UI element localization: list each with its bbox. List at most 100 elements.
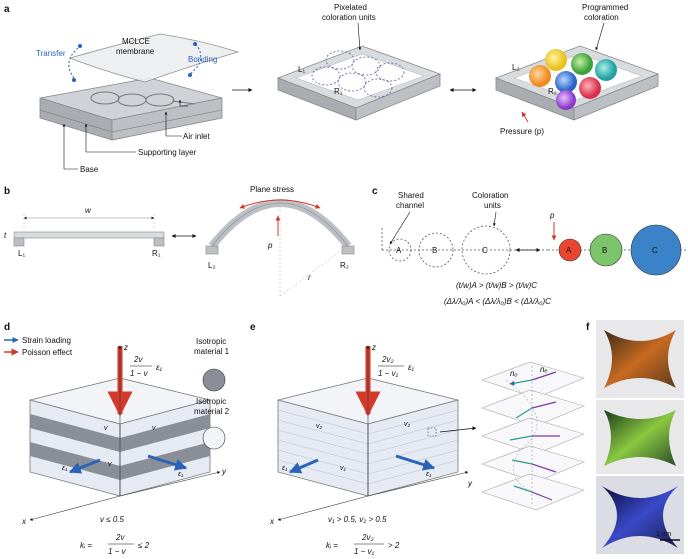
d-eps-right: ε₁ xyxy=(178,471,184,478)
panel-d-label: d xyxy=(4,322,10,333)
d-k-rhs: ≤ 2 xyxy=(138,541,150,550)
d-v-2: v xyxy=(152,425,156,432)
pixelated-device xyxy=(276,45,442,121)
air-inlet-label: Air inlet xyxy=(183,132,210,141)
base-label: Base xyxy=(80,165,99,174)
panel-a: a Transfer Bonding MCLCE membrane Air in… xyxy=(4,3,660,174)
panel-f: f 1 cm xyxy=(586,320,684,554)
c-B-left: B xyxy=(432,246,437,255)
c-eq-2: (Δλ/λ₀)A < (Δλ/λ₀)B < (Δλ/λ₀)C xyxy=(444,297,551,306)
iso1-swatch xyxy=(202,368,226,392)
iso2-swatch xyxy=(202,426,226,450)
iso2-label-1: Isotropic xyxy=(196,397,226,406)
e-k-lhs: kᵢ = xyxy=(326,541,338,550)
d-v-3: v xyxy=(108,461,112,468)
b-R2: R₂ xyxy=(340,261,349,270)
b-p: p xyxy=(267,241,273,250)
e-frac-eps: ε₁ xyxy=(408,363,415,372)
bonding-label: Bonding xyxy=(188,55,217,64)
unit-c xyxy=(630,224,682,276)
helical-stack xyxy=(481,361,585,511)
panel-e: e z x y ε₁ ε₁ v₂ v₁ v₂ 2v₂ xyxy=(250,322,585,556)
a-R2: R₂ xyxy=(548,87,557,96)
pressure-arrow xyxy=(521,111,529,123)
pressure-label: Pressure (p) xyxy=(500,127,544,136)
device-base xyxy=(39,77,223,141)
b-R1: R₁ xyxy=(152,249,161,258)
unit-a xyxy=(558,238,582,262)
e-frac-num: 2v₂ xyxy=(381,355,394,364)
e-x: x xyxy=(269,517,275,526)
d-k-den: 1 − v xyxy=(108,547,127,556)
c-A-right: A xyxy=(566,246,572,255)
c-eq-1: (t/w)A > (t/w)B > (t/w)C xyxy=(456,281,537,290)
c-C-left: C xyxy=(482,246,488,255)
d-k-lhs: kᵢ = xyxy=(80,541,92,550)
b-r: r xyxy=(308,273,311,282)
unit-b xyxy=(589,233,623,267)
bonding-arrow xyxy=(189,43,202,75)
a-L1: L₁ xyxy=(298,65,305,74)
panel-f-label: f xyxy=(586,322,590,333)
mclce-label-1: MCLCE xyxy=(122,37,150,46)
d-condition: v ≤ 0.5 xyxy=(100,515,125,524)
supporting-layer-label: Supporting layer xyxy=(138,148,197,157)
e-v2: v₂ xyxy=(316,423,323,430)
c-C-right: C xyxy=(652,246,658,255)
panel-c: c Shared channel Coloration units A B C … xyxy=(372,186,688,306)
d-k-num: 2v xyxy=(115,533,125,542)
programmed-device xyxy=(494,45,660,121)
mclce-label-2: membrane xyxy=(116,47,155,56)
c-coloration-2: units xyxy=(484,201,501,210)
c-B-right: B xyxy=(602,246,607,255)
layered-cube xyxy=(29,377,211,497)
c-p: p xyxy=(549,211,555,220)
e-eps-right: ε₁ xyxy=(426,471,432,478)
e-k-rhs: > 2 xyxy=(388,541,400,550)
a-L2: L₂ xyxy=(512,63,520,72)
e-v2-right: v₂ xyxy=(404,421,411,428)
panel-b-label: b xyxy=(4,186,10,197)
c-shared-2: channel xyxy=(396,201,424,210)
d-frac-eps: ε₁ xyxy=(156,363,163,372)
transfer-arrow xyxy=(68,47,79,79)
legend-poisson-effect: Poisson effect xyxy=(22,348,73,357)
transfer-label: Transfer xyxy=(36,49,66,58)
scale-label: 1 cm xyxy=(656,531,671,538)
panel-c-label: c xyxy=(372,186,378,197)
b-L2: L₂ xyxy=(208,261,216,270)
legend-strain-loading: Strain loading xyxy=(22,336,71,345)
c-coloration-1: Coloration xyxy=(472,191,508,200)
panel-d: d Strain loading Poisson effect z x y ε₁… xyxy=(4,322,230,556)
d-eps-left: ε₁ xyxy=(62,465,68,472)
d-y: y xyxy=(221,467,227,476)
panel-e-label: e xyxy=(250,322,256,333)
panel-b: b w t L₁ R₁ Plane stress p r L₂ R₂ xyxy=(4,185,355,297)
e-z: z xyxy=(371,343,376,352)
programmed-label-2: coloration xyxy=(584,13,619,22)
flat-beam xyxy=(13,231,165,239)
plane-stress-label: Plane stress xyxy=(250,185,294,194)
b-w: w xyxy=(85,206,92,215)
d-frac-num: 2v xyxy=(133,355,143,364)
b-L1: L₁ xyxy=(18,249,25,258)
d-z: z xyxy=(123,343,128,352)
d-v-1: v xyxy=(104,425,108,432)
photo-2 xyxy=(596,400,684,474)
d-x: x xyxy=(21,517,27,526)
e-frac-den: 1 − v₁ xyxy=(378,369,399,378)
e-v1: v₁ xyxy=(340,465,347,472)
c-shared-1: Shared xyxy=(398,191,424,200)
panel-a-label: a xyxy=(4,4,10,15)
mclce-membrane xyxy=(68,33,240,83)
e-k-num: 2v₂ xyxy=(361,533,374,542)
e-ne: nₑ xyxy=(540,365,548,374)
e-condition: v₁ > 0.5, v₂ > 0.5 xyxy=(328,515,387,524)
b-t: t xyxy=(4,231,7,240)
d-frac-den: 1 − v xyxy=(130,369,149,378)
pixelated-label-1: Pixelated xyxy=(334,3,367,12)
a-R1: R₁ xyxy=(334,87,343,96)
photo-3 xyxy=(596,476,684,554)
iso1-label-2: material 1 xyxy=(194,347,230,356)
